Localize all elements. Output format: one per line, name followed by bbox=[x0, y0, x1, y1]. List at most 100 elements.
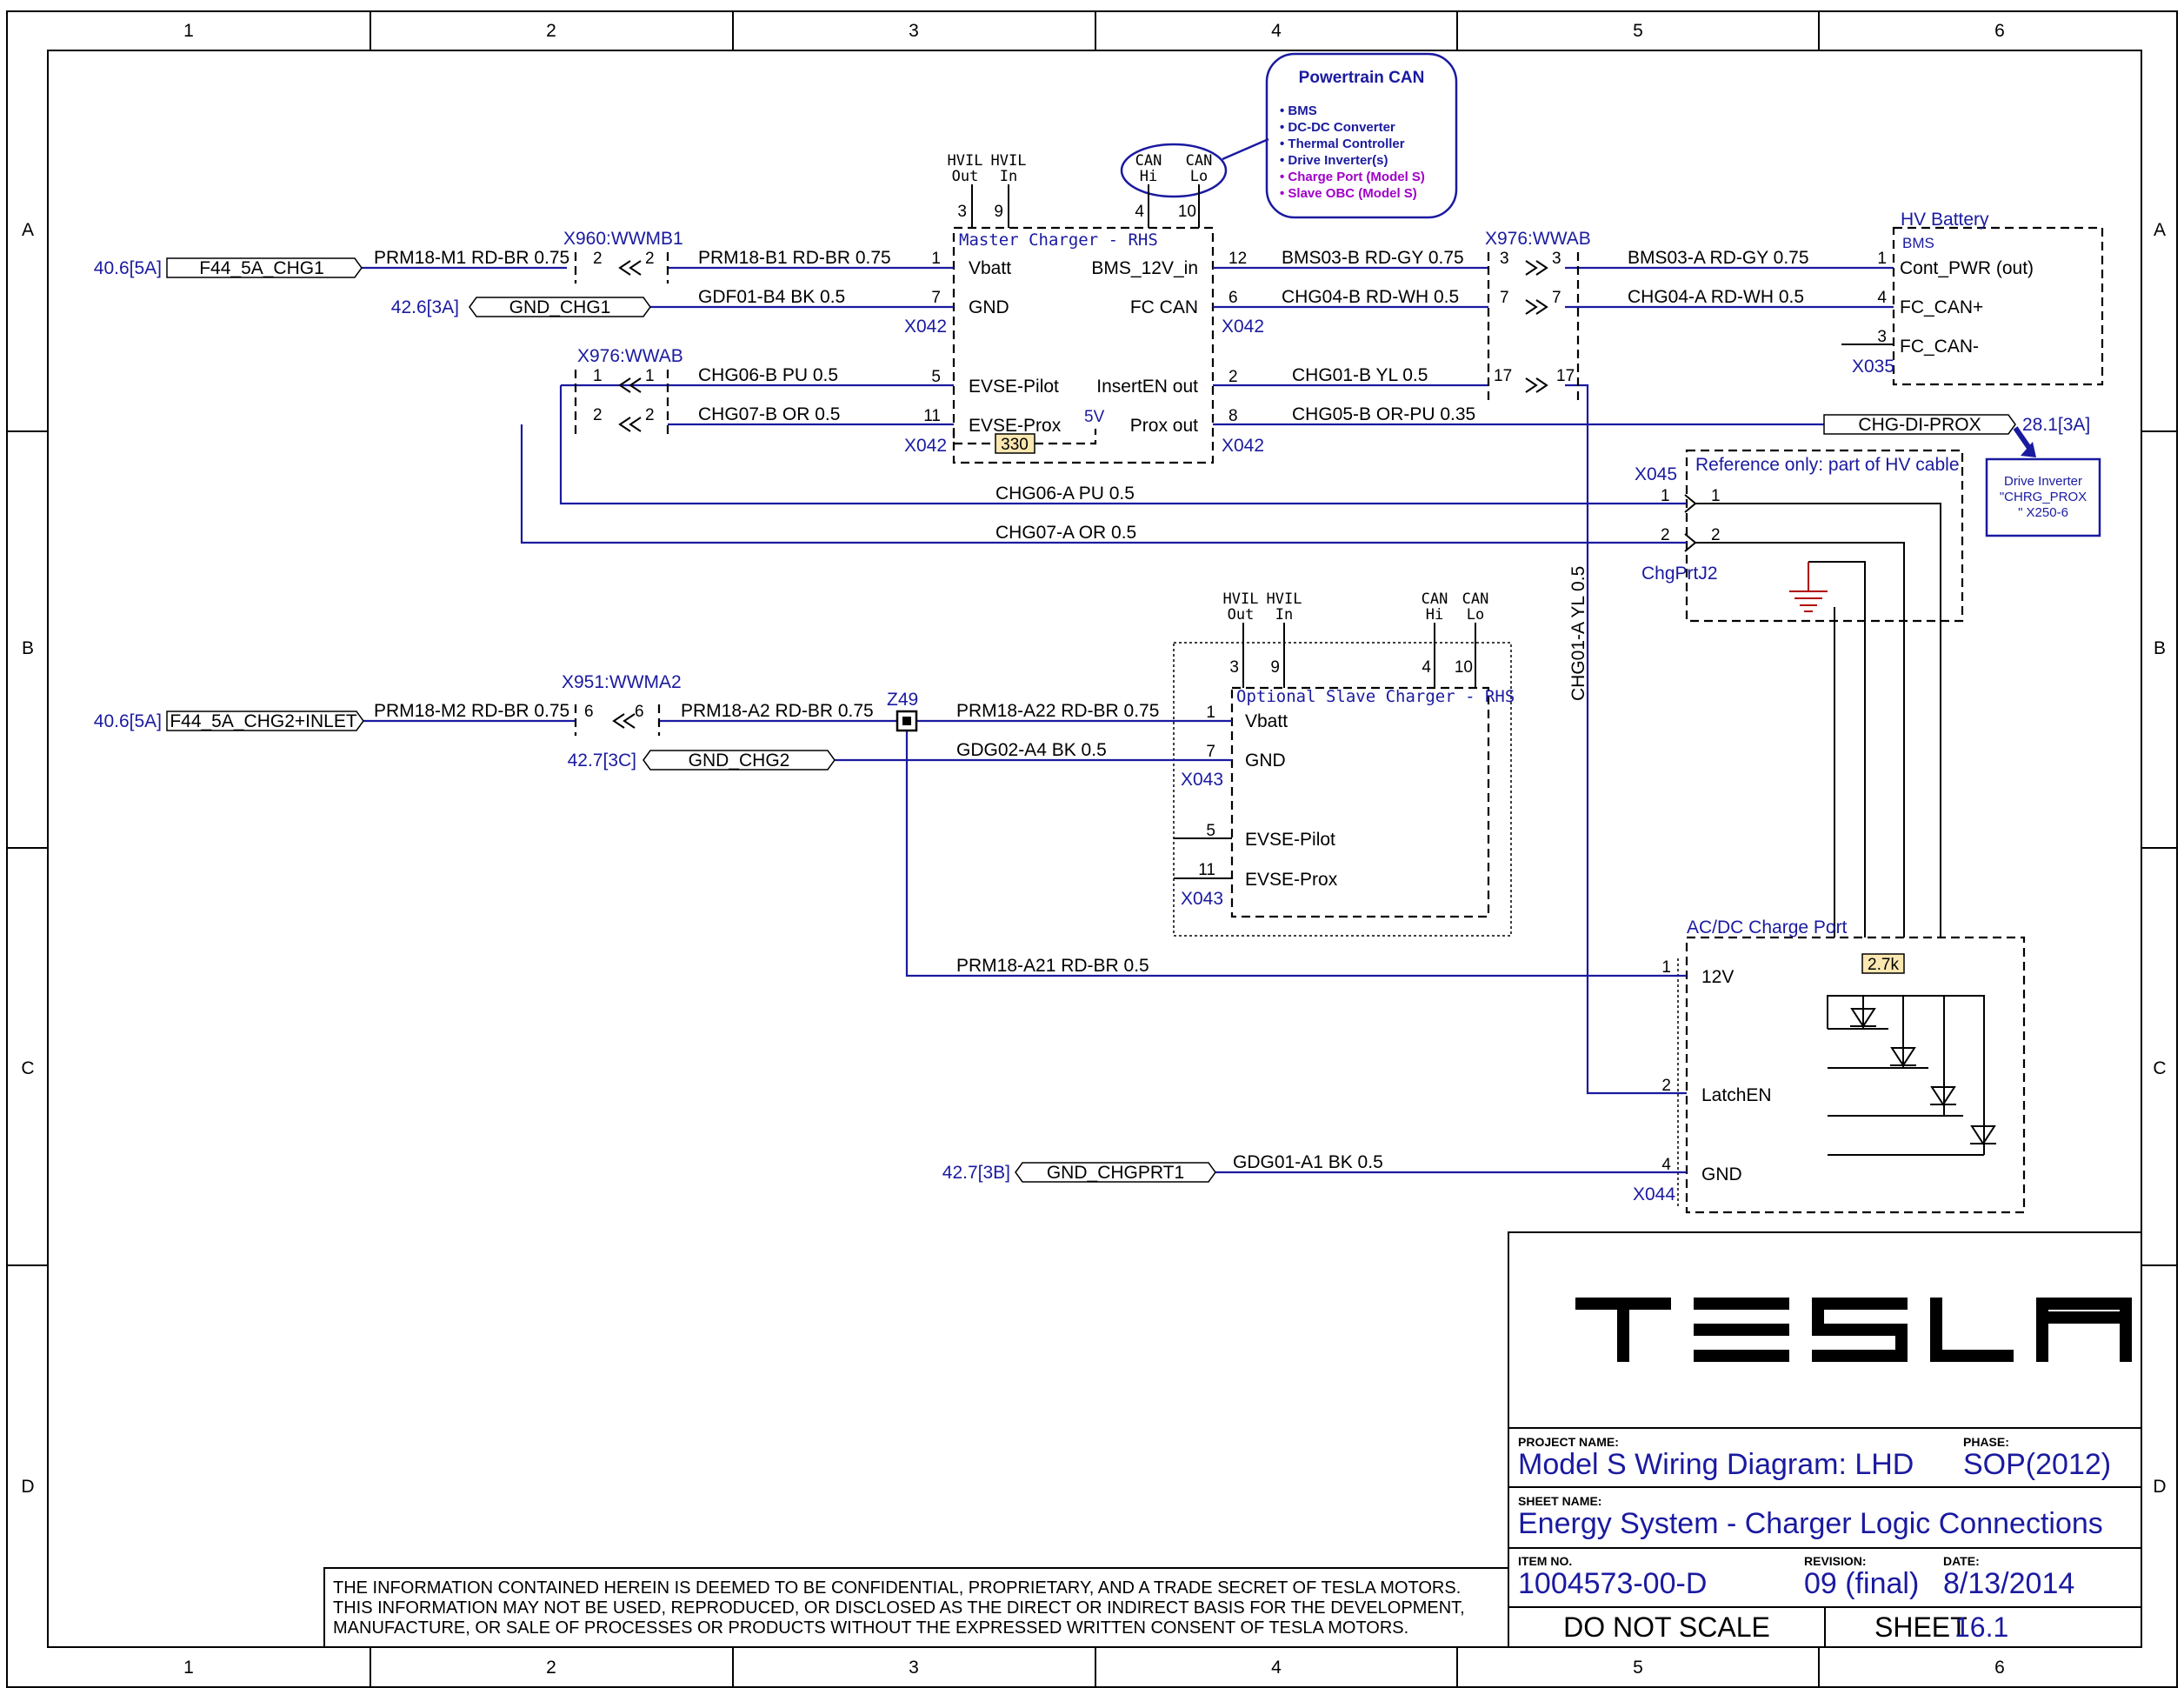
inline-connectors: X960:WWMB1 X976:WWAB X976:WWAB X951:WWMA… bbox=[562, 229, 1591, 736]
grid-row-d: D bbox=[21, 1477, 34, 1497]
wiring bbox=[355, 266, 1894, 1174]
wire-label-18: GDG02-A4 BK 0.5 bbox=[956, 740, 1107, 760]
master-resistor bbox=[995, 433, 1035, 454]
master-pin-8: 8 bbox=[1228, 407, 1238, 425]
master-pin-1: 1 bbox=[931, 250, 941, 268]
hvbat-conn: X035 bbox=[1852, 357, 1894, 377]
inline-pin-a1: 2 bbox=[593, 250, 603, 268]
hvbat-pin-3: 3 bbox=[1877, 328, 1887, 346]
tb-project: Model S Wiring Diagram: LHD bbox=[1518, 1448, 1914, 1481]
offpage-net-5: GND_CHGPRT1 bbox=[1047, 1163, 1184, 1183]
bubble-item-chargeport: • Charge Port (Model S) bbox=[1280, 170, 1425, 184]
master-pin-6: 6 bbox=[1228, 289, 1238, 307]
ref-conn: X045 bbox=[1635, 464, 1677, 484]
grid-col-4: 4 bbox=[1271, 21, 1282, 41]
wire-label-1: PRM18-M1 RD-BR 0.75 bbox=[374, 248, 569, 268]
master-fccan: FC CAN bbox=[1130, 297, 1198, 317]
ref-name: ChgPrtJ2 bbox=[1641, 564, 1718, 584]
offpage-net-2: GND_CHG1 bbox=[509, 297, 611, 317]
master-vbatt: Vbatt bbox=[969, 258, 1011, 278]
slave-title: Optional Slave Charger - RHS bbox=[1236, 687, 1515, 706]
grid-col-5: 5 bbox=[1633, 21, 1643, 41]
inline-pin-d1: 6 bbox=[584, 703, 594, 721]
powertrain-can-callout: Powertrain CAN • BMS • DC-DC Converter •… bbox=[1120, 52, 1458, 219]
offpage-ref-3: 40.6[5A] bbox=[94, 711, 162, 731]
inline-pin-e1: 3 bbox=[1500, 250, 1509, 268]
offpage-net-3: F44_5A_CHG2+INLET bbox=[170, 711, 357, 731]
master-evse-pilot: EVSE-Pilot bbox=[969, 377, 1059, 397]
inline-x976-a: X976:WWAB bbox=[577, 346, 683, 366]
grid-row-c: C bbox=[21, 1058, 34, 1078]
hvbat-pin-4: 4 bbox=[1877, 289, 1887, 307]
slave-charger: Optional Slave Charger - RHS HVIL Out HV… bbox=[1173, 590, 1515, 937]
slave-pin-11: 11 bbox=[1198, 861, 1215, 879]
cp-title: AC/DC Charge Port bbox=[1687, 917, 1848, 937]
offpage-ref-6: 28.1[3A] bbox=[2022, 415, 2090, 435]
inline-pin-c1: 2 bbox=[593, 406, 603, 424]
slave-can-hi-2: Hi bbox=[1426, 606, 1443, 624]
slave-gnd: GND bbox=[1245, 751, 1286, 771]
offpage-net-4: GND_CHG2 bbox=[689, 751, 790, 771]
master-pin-12: 12 bbox=[1228, 250, 1247, 268]
slave-can-hi-1: CAN bbox=[1422, 590, 1448, 608]
master-title: Master Charger - RHS bbox=[959, 230, 1158, 250]
master-conn-x042-b: X042 bbox=[904, 436, 947, 456]
offpage-net-1: F44_5A_CHG1 bbox=[199, 258, 324, 278]
inline-x951: X951:WWMA2 bbox=[562, 672, 682, 692]
tb-project-label: PROJECT NAME: bbox=[1518, 1435, 1619, 1449]
slave-conn-x043-a: X043 bbox=[1181, 770, 1223, 790]
tb-do-not-scale: DO NOT SCALE bbox=[1563, 1611, 1770, 1643]
master-conn-x042-c: X042 bbox=[1222, 317, 1264, 337]
tb-sheet-label: SHEET NAME: bbox=[1518, 1494, 1601, 1508]
slave-pin-7: 7 bbox=[1206, 743, 1215, 761]
slave-pin-1: 1 bbox=[1206, 704, 1215, 722]
master-hvil-out-1: HVIL bbox=[948, 152, 983, 170]
wire-label-5: CHG07-B OR 0.5 bbox=[698, 404, 840, 424]
master-pin-5: 5 bbox=[931, 368, 941, 386]
ref-pin-1-out: 1 bbox=[1661, 487, 1670, 505]
cp-latchen: LatchEN bbox=[1701, 1085, 1772, 1105]
wire-label-7: BMS03-A RD-GY 0.75 bbox=[1628, 248, 1809, 268]
master-pin-11: 11 bbox=[923, 407, 941, 425]
grid-col-3: 3 bbox=[909, 21, 919, 41]
tb-sheet-name: Energy System - Charger Logic Connection… bbox=[1518, 1507, 2103, 1540]
grid-labels: 1 2 3 4 5 6 1 2 3 4 5 6 A B C D A B C D bbox=[21, 21, 2166, 1678]
offpage-ref-2: 42.6[3A] bbox=[391, 297, 459, 317]
grid-col-1-bottom: 1 bbox=[183, 1658, 194, 1678]
confidential-line1: THE INFORMATION CONTAINED HEREIN IS DEEM… bbox=[333, 1578, 1461, 1598]
cp-led-array bbox=[1827, 995, 1996, 1156]
hvbat-fccan-plus: FC_CAN+ bbox=[1900, 297, 1983, 317]
hvbat-fccan-minus: FC_CAN- bbox=[1900, 337, 1979, 357]
wire-label-8: CHG04-B RD-WH 0.5 bbox=[1282, 287, 1459, 307]
grid-col-5-bottom: 5 bbox=[1633, 1658, 1643, 1678]
grid-col-2-bottom: 2 bbox=[546, 1658, 556, 1678]
inline-z49: Z49 bbox=[887, 690, 918, 710]
slave-pin-5: 5 bbox=[1206, 822, 1215, 840]
wire-label-11: CHG05-B OR-PU 0.35 bbox=[1292, 404, 1475, 424]
wire-label-2: PRM18-B1 RD-BR 0.75 bbox=[698, 248, 891, 268]
master-pin-2: 2 bbox=[1228, 368, 1238, 386]
bubble-can-lo-2: Lo bbox=[1190, 168, 1208, 185]
confidential-line2: THIS INFORMATION MAY NOT BE USED, REPROD… bbox=[333, 1598, 1465, 1618]
bubble-item-dcdc: • DC-DC Converter bbox=[1280, 120, 1395, 135]
tb-phase-label: PHASE: bbox=[1963, 1435, 2009, 1449]
grid-row-b: B bbox=[22, 638, 34, 658]
tesla-logo bbox=[1575, 1298, 2132, 1362]
grid-row-c-right: C bbox=[2153, 1058, 2166, 1078]
master-5v: 5V bbox=[1084, 408, 1105, 426]
slave-conn-x043-b: X043 bbox=[1181, 889, 1223, 909]
inline-pin-c2: 2 bbox=[645, 406, 655, 424]
tb-date-label: DATE: bbox=[1943, 1554, 1980, 1568]
confidential-line3: MANUFACTURE, OR SALE OF PROCESSES OR PRO… bbox=[333, 1618, 1408, 1638]
slave-pin-9: 9 bbox=[1270, 658, 1280, 677]
tb-sheet-no: 16.1 bbox=[1954, 1611, 2008, 1643]
bubble-can-hi-2: Hi bbox=[1140, 168, 1157, 185]
bubble-item-slaveobc: • Slave OBC (Model S) bbox=[1280, 186, 1417, 201]
offpage-connectors: 40.6[5A] 42.6[3A] 40.6[5A] 42.7[3C] 42.7… bbox=[94, 257, 2090, 1183]
bubble-can-hi-1: CAN bbox=[1135, 152, 1162, 170]
inline-pin-d2: 6 bbox=[635, 703, 644, 721]
cp-resistor bbox=[1861, 953, 1905, 974]
drive-inverter-ref: Drive Inverter "CHRG_PROX " X250-6 bbox=[1985, 426, 2101, 537]
offpage-ref-5: 42.7[3B] bbox=[942, 1163, 1010, 1183]
